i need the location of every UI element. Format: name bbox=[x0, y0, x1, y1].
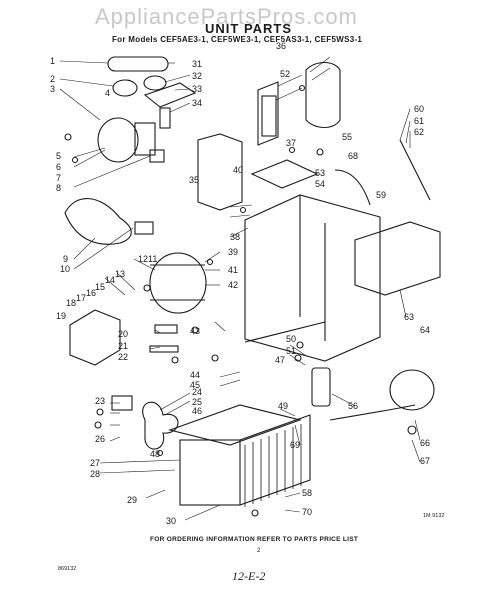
figure-code: 1M 9132 bbox=[423, 513, 445, 519]
callout-label: 22 bbox=[118, 352, 128, 362]
callout-label: 6 bbox=[56, 162, 61, 172]
callout-label: 39 bbox=[228, 247, 238, 257]
callout-label: 23 bbox=[95, 396, 105, 406]
callout-label: 59 bbox=[376, 190, 386, 200]
callout-label: 70 bbox=[302, 507, 312, 517]
callout-label: 4 bbox=[105, 88, 110, 98]
callout-label: 44 bbox=[190, 370, 200, 380]
model-list: For Models CEF5AE3-1, CEF5WE3-1, CEF5AS3… bbox=[112, 35, 363, 44]
callout-label: 13 bbox=[115, 269, 125, 279]
callout-label: 8 bbox=[56, 183, 61, 193]
callout-label: 30 bbox=[166, 516, 176, 526]
callout-label: 60 bbox=[414, 104, 424, 114]
callout-label: 45 bbox=[190, 380, 200, 390]
callout-label: 16 bbox=[86, 288, 96, 298]
callout-label: 68 bbox=[348, 151, 358, 161]
callout-label: 2 bbox=[50, 74, 55, 84]
callout-label: 3 bbox=[50, 84, 55, 94]
callout-label: 55 bbox=[342, 132, 352, 142]
callout-label: 52 bbox=[280, 69, 290, 79]
callout-label: 14 bbox=[105, 275, 115, 285]
callout-label: 36 bbox=[276, 41, 286, 51]
callout-label: 29 bbox=[127, 495, 137, 505]
callout-label: 21 bbox=[118, 341, 128, 351]
callout-label: 49 bbox=[278, 401, 288, 411]
callout-label: 67 bbox=[420, 456, 430, 466]
diagram-title: UNIT PARTS bbox=[205, 21, 293, 36]
callout-label: 24 bbox=[192, 387, 202, 397]
page-number: 2 bbox=[257, 548, 261, 554]
handwritten-date: 12-E-2 bbox=[232, 569, 266, 583]
callout-label: 35 bbox=[189, 175, 199, 185]
callout-label: 42 bbox=[228, 280, 238, 290]
ordering-note: FOR ORDERING INFORMATION REFER TO PARTS … bbox=[150, 536, 359, 543]
callout-label: 7 bbox=[56, 173, 61, 183]
callout-label: 11 bbox=[148, 254, 157, 264]
callout-label: 47 bbox=[275, 355, 285, 365]
callout-label: 28 bbox=[90, 469, 100, 479]
callout-label: 33 bbox=[192, 84, 202, 94]
callout-label: 56 bbox=[348, 401, 358, 411]
callout-label: 32 bbox=[192, 71, 202, 81]
callout-label: 40 bbox=[233, 165, 243, 175]
callout-label: 51 bbox=[286, 346, 296, 356]
callout-label: 26 bbox=[95, 434, 105, 444]
callout-label: 41 bbox=[228, 265, 238, 275]
callout-label: 62 bbox=[414, 127, 424, 137]
callout-label: 15 bbox=[95, 282, 105, 292]
callout-label: 27 bbox=[90, 458, 100, 468]
callout-label: 58 bbox=[302, 488, 312, 498]
document-code: 869132 bbox=[58, 566, 77, 572]
callout-label: 10 bbox=[60, 264, 70, 274]
callout-label: 25 bbox=[192, 397, 202, 407]
callout-label: 66 bbox=[420, 438, 430, 448]
callout-label: 5 bbox=[56, 151, 61, 161]
callout-label: 63 bbox=[404, 312, 414, 322]
callout-label: 38 bbox=[230, 232, 240, 242]
fan-blade-part bbox=[142, 401, 179, 450]
callout-label: 18 bbox=[66, 298, 76, 308]
callout-label: 61 bbox=[414, 116, 424, 126]
callout-label: 46 bbox=[192, 406, 202, 416]
callout-label: 19 bbox=[56, 311, 66, 321]
callout-label: 9 bbox=[63, 254, 68, 264]
callout-label: 50 bbox=[286, 334, 296, 344]
callout-label: 12 bbox=[138, 254, 148, 264]
callout-label: 48 bbox=[150, 449, 160, 459]
callout-label: 53 bbox=[315, 168, 325, 178]
belt-part bbox=[107, 56, 169, 72]
fan-motor-part bbox=[97, 117, 139, 163]
callout-label: 20 bbox=[118, 329, 128, 339]
callout-label: 69 bbox=[290, 440, 300, 450]
callout-label: 17 bbox=[76, 293, 86, 303]
callout-label: 64 bbox=[420, 325, 430, 335]
callout-label: 43 bbox=[190, 326, 200, 336]
callout-label: 1 bbox=[50, 56, 55, 66]
compressor-part bbox=[149, 252, 207, 314]
callout-label: 54 bbox=[315, 179, 325, 189]
watermark: AppliancePartsPros.com bbox=[95, 4, 358, 29]
callout-label: 31 bbox=[192, 59, 202, 69]
callout-label: 37 bbox=[286, 138, 296, 148]
callout-label: 34 bbox=[192, 98, 202, 108]
pulley-part bbox=[112, 79, 138, 97]
